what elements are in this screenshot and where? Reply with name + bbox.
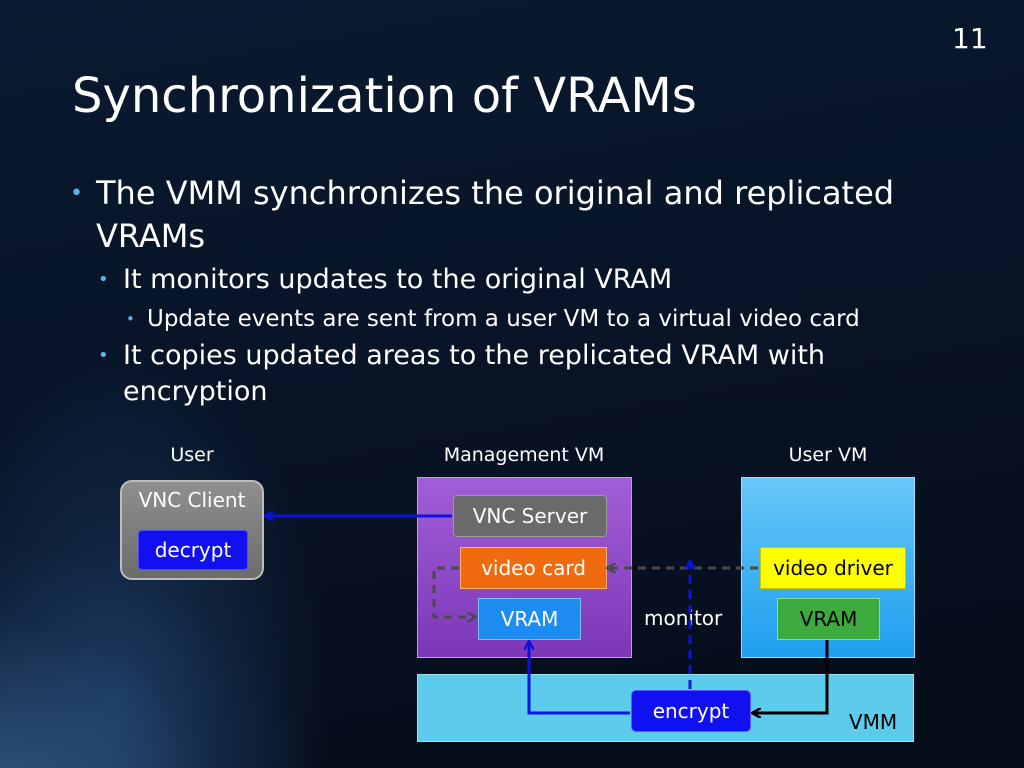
arrow-video-card-to-vram (432, 566, 475, 617)
bullet-dot-icon: • (98, 345, 109, 366)
column-label-user-vm: User VM (788, 444, 868, 466)
vnc-client-label: VNC Client (138, 488, 246, 512)
bullet-level-2: • It copies updated areas to the replica… (70, 338, 883, 410)
bullet-dot-icon: • (98, 269, 109, 290)
user-vm-box: video driver VRAM (741, 477, 915, 658)
slide-number: 11 (952, 22, 988, 55)
management-vram-box: VRAM (478, 598, 581, 640)
user-vram-box: VRAM (777, 598, 880, 640)
column-label-management-vm: Management VM (443, 444, 605, 466)
column-label-user: User (170, 444, 214, 466)
bullet-level-2: • It monitors updates to the original VR… (70, 262, 970, 298)
arrow-user-vram-to-encrypt (753, 640, 829, 713)
vmm-label: VMM (848, 710, 898, 734)
bullet-text: It copies updated areas to the replicate… (123, 340, 826, 407)
bullet-text: Update events are sent from a user VM to… (147, 306, 860, 332)
bullet-list: • The VMM synchronizes the original and … (70, 172, 970, 410)
bullet-text: It monitors updates to the original VRAM (123, 264, 673, 295)
slide-title: Synchronization of VRAMs (72, 68, 697, 124)
vnc-client-box: VNC Client decrypt (120, 480, 264, 580)
bullet-dot-icon: • (70, 181, 83, 206)
vnc-server-box: VNC Server (453, 495, 607, 537)
bullet-level-1: • The VMM synchronizes the original and … (70, 172, 970, 258)
bullet-level-3: • Update events are sent from a user VM … (70, 304, 970, 334)
arrow-encrypt-to-management-vram (529, 642, 630, 715)
decrypt-box: decrypt (138, 530, 248, 570)
encrypt-box: encrypt (631, 690, 751, 732)
bullet-text: The VMM synchronizes the original and re… (96, 174, 895, 255)
monitor-label: monitor (644, 606, 723, 630)
video-card-box: video card (460, 547, 607, 589)
bullet-dot-icon: • (126, 310, 135, 328)
video-driver-box: video driver (760, 547, 906, 589)
